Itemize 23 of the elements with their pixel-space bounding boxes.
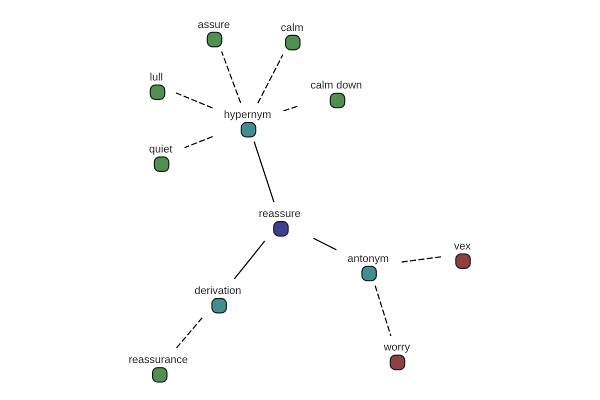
connector xyxy=(176,317,203,348)
connector xyxy=(313,238,337,250)
connector xyxy=(184,136,213,148)
connector xyxy=(254,142,274,202)
node-label: assure xyxy=(198,18,230,31)
node-label: hypernym xyxy=(224,108,272,121)
node-label: quiet xyxy=(148,143,172,156)
connector xyxy=(257,54,284,104)
connector xyxy=(234,240,266,280)
connector xyxy=(221,51,242,104)
node-label: worry xyxy=(384,342,410,354)
node-label: antonym xyxy=(348,252,389,265)
connector xyxy=(175,92,213,108)
connector xyxy=(374,285,392,336)
connector xyxy=(402,256,442,263)
node-label: derivation xyxy=(194,284,242,297)
node-label: reassurance xyxy=(128,354,188,366)
node-label: vex xyxy=(454,240,471,252)
node-label: calm xyxy=(280,22,304,34)
node-label: calm down xyxy=(310,80,362,92)
connector xyxy=(283,105,300,112)
node-label: lull xyxy=(150,72,163,84)
node-label: reassure xyxy=(258,208,301,220)
